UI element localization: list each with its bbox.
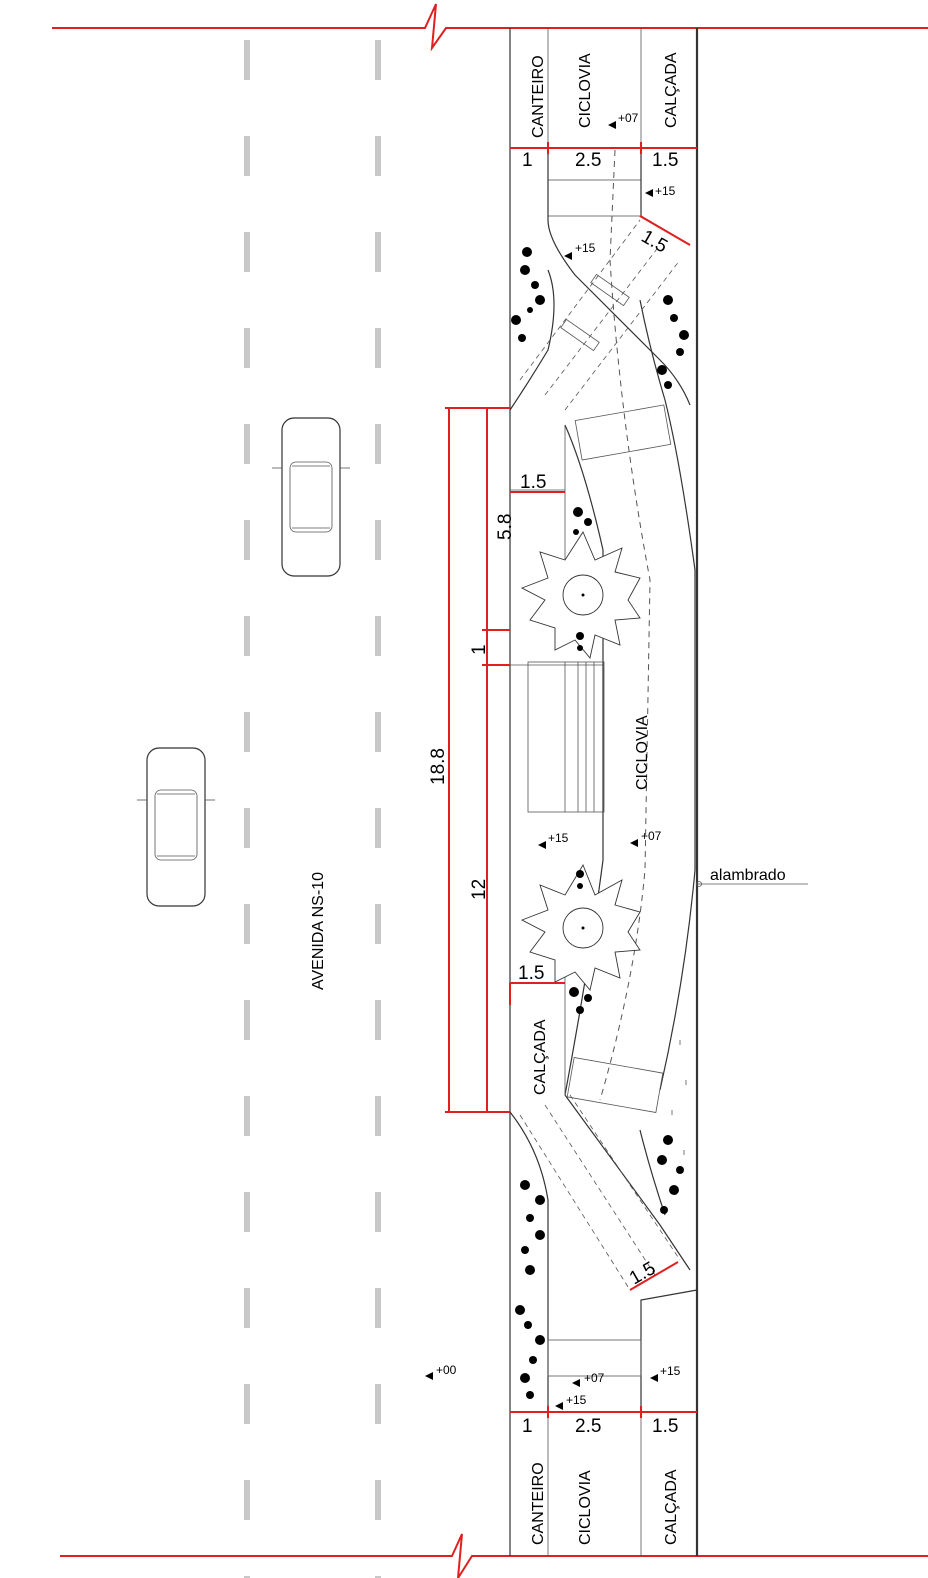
level-road: +00 — [436, 1363, 457, 1377]
label-ciclovia-bottom: CICLOVIA — [577, 1470, 594, 1545]
dim-tree-width-lower: 1.5 — [518, 963, 544, 984]
label-ciclovia-middle: CICLOVIA — [634, 715, 651, 790]
dimensions-vertical — [445, 407, 565, 1113]
bike-path-edge-right — [659, 399, 696, 1091]
break-line-bottom — [60, 1533, 928, 1578]
dim-total: 18.8 — [428, 748, 449, 785]
dim-top-ciclovia: 2.5 — [575, 150, 601, 171]
level-mid-calcada: +15 — [548, 831, 569, 845]
dimensions-top — [510, 142, 697, 246]
dim-seg-gap: 1 — [469, 644, 490, 655]
tree-upper — [520, 531, 641, 659]
dim-seg-lower: 12 — [469, 879, 490, 900]
level-bottom-calcada: +15 — [660, 1364, 681, 1378]
bike-path-edge-top — [547, 150, 691, 406]
dim-bottom-crossing: 1.5 — [626, 1258, 659, 1289]
street-name: AVENIDA NS-10 — [310, 872, 327, 990]
level-upper-ciclovia: +15 — [575, 241, 596, 255]
dim-seg-upper: 5.8 — [495, 514, 516, 540]
bench — [527, 661, 605, 813]
label-calcada-middle: CALÇADA — [532, 1019, 549, 1095]
bike-path-edge-bottom — [509, 1111, 549, 1410]
car-lower — [137, 747, 215, 907]
bike-path-edge-left — [564, 424, 604, 1096]
label-calcada-top: CALÇADA — [663, 52, 680, 128]
break-line-top — [52, 3, 928, 52]
level-mid-ciclovia: +07 — [641, 829, 662, 843]
label-canteiro-bottom: CANTEIRO — [530, 1462, 547, 1545]
label-calcada-bottom: CALÇADA — [663, 1469, 680, 1545]
dim-top-canteiro: 1 — [522, 150, 533, 171]
canteiro-bottom-band — [547, 1339, 642, 1377]
canteiro-top-band — [547, 179, 642, 217]
tree-lower — [520, 863, 641, 991]
label-ciclovia-top: CICLOVIA — [577, 53, 594, 128]
level-marker-icons — [425, 121, 658, 1410]
dim-bottom-canteiro: 1 — [522, 1416, 533, 1437]
level-top-ciclovia: +07 — [618, 111, 639, 125]
dim-bottom-calcada: 1.5 — [652, 1416, 678, 1437]
level-lower-canteiro: +15 — [566, 1393, 587, 1407]
dim-tree-width-upper: 1.5 — [520, 472, 546, 493]
dimensions-bottom — [510, 1261, 697, 1418]
crosswalk-top — [519, 219, 681, 411]
label-alambrado: alambrado — [710, 867, 786, 884]
crosswalk-bottom — [519, 1094, 681, 1291]
label-canteiro-top: CANTEIRO — [530, 55, 547, 138]
dim-bottom-ciclovia: 2.5 — [575, 1416, 601, 1437]
car-upper — [272, 417, 350, 577]
shrubs — [511, 247, 689, 1399]
dim-top-calcada: 1.5 — [652, 150, 678, 171]
bike-path-centerline — [599, 149, 651, 1101]
level-bottom-ciclovia: +07 — [584, 1371, 605, 1385]
level-top-calcada: +15 — [655, 184, 676, 198]
